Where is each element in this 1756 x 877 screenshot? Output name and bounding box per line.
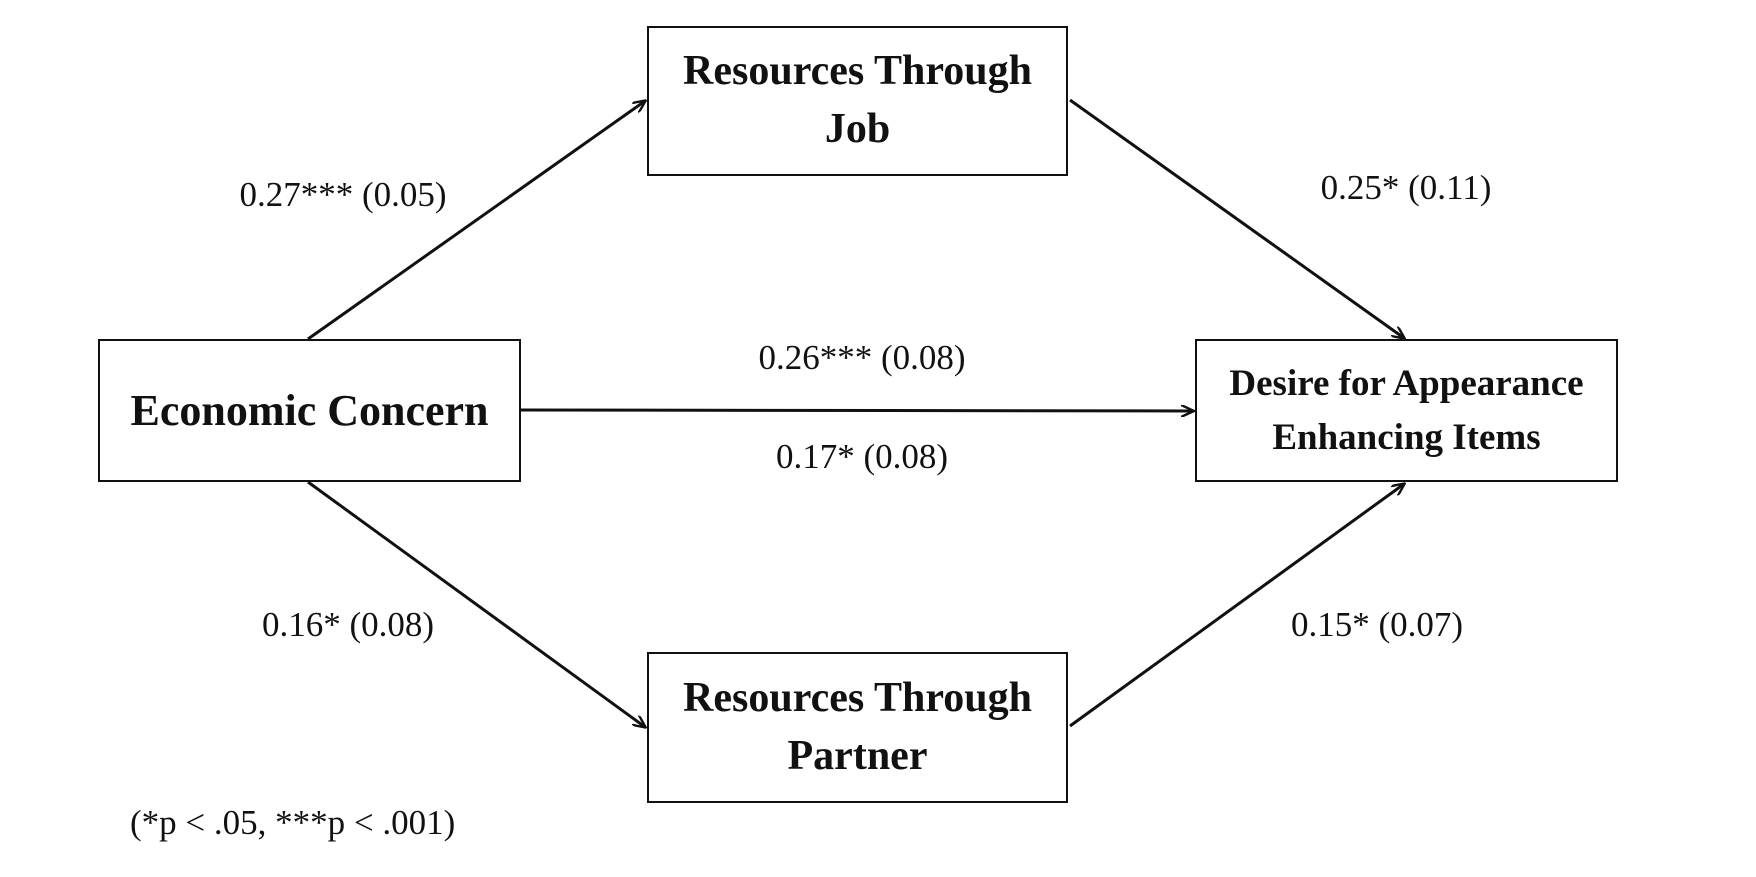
node-desire-label: Desire for Appearance Enhancing Items (1229, 357, 1583, 464)
node-partner-line2: Partner (787, 732, 928, 779)
node-job-label: Resources Through Job (683, 43, 1032, 159)
node-economic-concern: Economic Concern (98, 339, 521, 482)
node-partner-label: Resources Through Partner (683, 670, 1032, 786)
node-desire-line2: Enhancing Items (1272, 416, 1541, 458)
arrow-job-to-desire (1069, 98, 1404, 338)
node-economic-concern-label: Economic Concern (130, 386, 489, 435)
coefficient-partner-to-desire: 0.15* (0.07) (1290, 605, 1464, 644)
coefficient-economic-to-partner: 0.16* (0.08) (261, 605, 435, 644)
node-partner-line1: Resources Through (683, 674, 1032, 721)
node-desire-line1: Desire for Appearance (1229, 362, 1584, 404)
coefficient-total-effect: 0.26*** (0.08) (758, 338, 966, 377)
significance-note: (*p < .05, ***p < .001) (130, 803, 456, 842)
arrow-economic-to-partner (307, 480, 645, 727)
arrow-partner-to-desire (1069, 484, 1404, 728)
coefficient-economic-to-job: 0.27*** (0.05) (239, 175, 447, 214)
coefficient-direct-effect: 0.17* (0.08) (775, 437, 949, 476)
node-resources-through-job: Resources Through Job (647, 26, 1068, 176)
node-job-line1: Resources Through (683, 48, 1032, 95)
node-desire-for-appearance-enhancing-items: Desire for Appearance Enhancing Items (1195, 339, 1618, 482)
coefficient-job-to-desire: 0.25* (0.11) (1320, 168, 1492, 207)
node-resources-through-partner: Resources Through Partner (647, 652, 1068, 803)
arrow-economic-to-job (307, 101, 645, 341)
node-job-line2: Job (824, 106, 891, 152)
arrow-economic-to-desire (520, 410, 1193, 411)
